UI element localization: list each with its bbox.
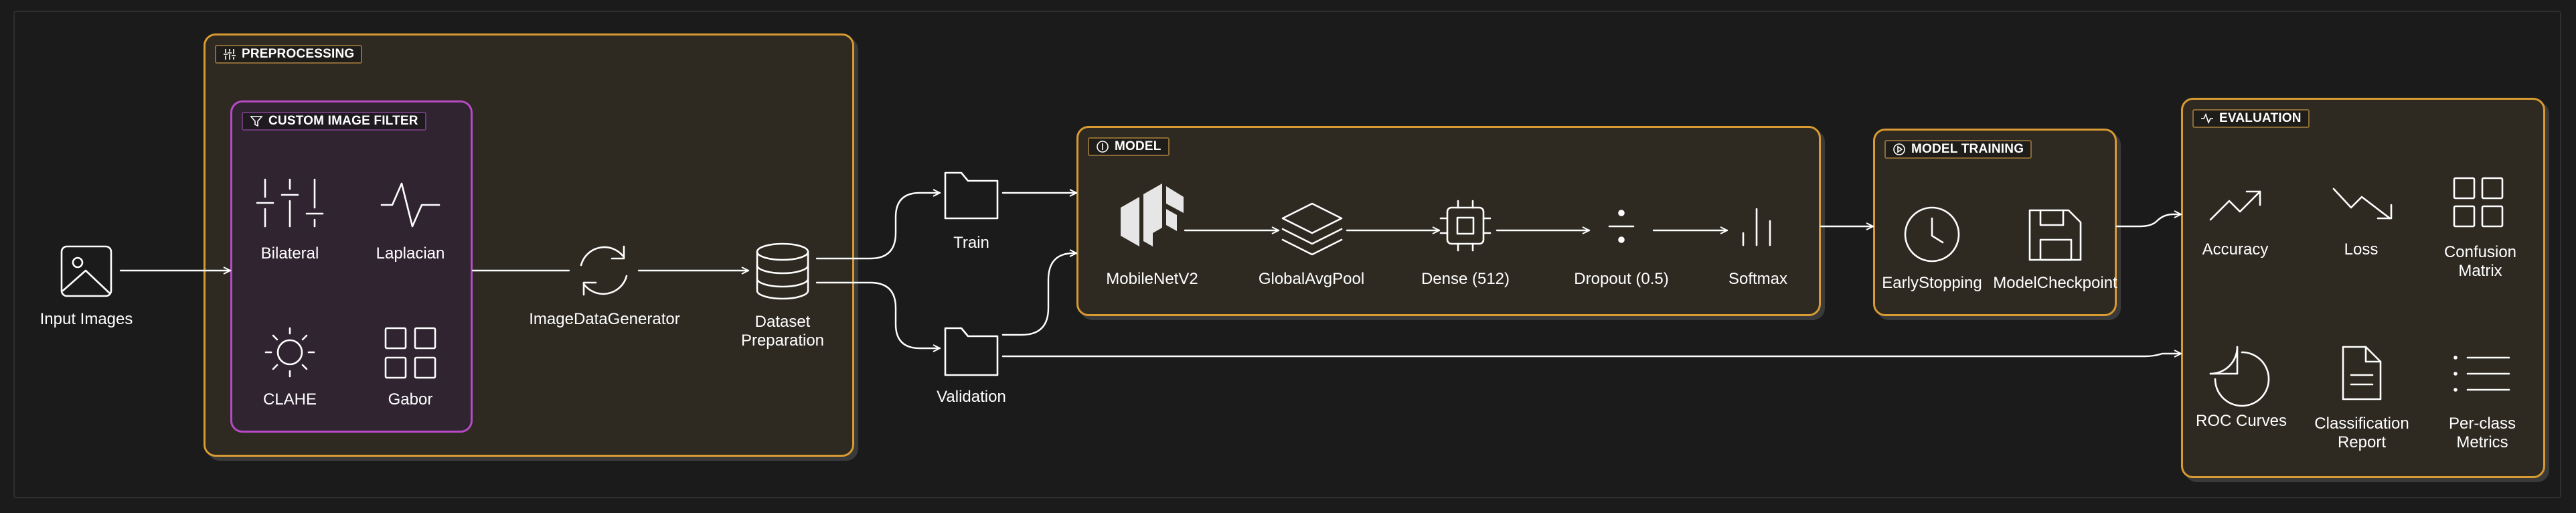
input-images-label: Input Images bbox=[39, 310, 133, 328]
outer-frame bbox=[13, 11, 2561, 498]
model-training-group: MODEL TRAINING bbox=[1873, 129, 2117, 316]
preprocessing-title: PREPROCESSING bbox=[242, 47, 355, 61]
custom-image-filter-title: CUSTOM IMAGE FILTER bbox=[268, 114, 418, 128]
early-stopping-label: EarlyStopping bbox=[1882, 274, 1982, 292]
edge-validation-to-evaluation bbox=[1001, 354, 2182, 356]
sliders-icon bbox=[224, 49, 236, 60]
roc-curves-label: ROC Curves bbox=[2195, 412, 2287, 430]
grid-icon bbox=[384, 327, 436, 379]
tensorflow-icon bbox=[1121, 184, 1184, 246]
divide-icon bbox=[1608, 210, 1635, 243]
bilateral-label: Bilateral bbox=[260, 244, 319, 263]
image-data-generator-label: ImageDataGenerator bbox=[529, 310, 680, 328]
sliders-icon bbox=[256, 178, 324, 228]
evaluation-group: EVALUATION bbox=[2181, 98, 2545, 478]
clock-icon bbox=[1904, 206, 1960, 263]
list-icon bbox=[2453, 356, 2510, 392]
edge-dataset-to-validation bbox=[815, 281, 941, 348]
pie-chart-icon bbox=[2209, 346, 2270, 407]
trending-up-icon bbox=[2209, 190, 2261, 221]
train-folder-icon bbox=[944, 171, 999, 220]
preprocessing-tag: PREPROCESSING bbox=[215, 45, 363, 64]
layers-icon bbox=[1281, 202, 1343, 256]
global-avg-pool-label: GlobalAvgPool bbox=[1258, 270, 1365, 288]
classification-report-label-line2: Report bbox=[2337, 433, 2387, 451]
edge-validation-to-model bbox=[1001, 253, 1078, 336]
confusion-matrix-label-line1: Confusion bbox=[2443, 243, 2517, 261]
train-label: Train bbox=[953, 234, 989, 252]
validation-folder-icon bbox=[944, 327, 999, 376]
save-icon bbox=[2028, 209, 2082, 261]
confusion-grid-icon bbox=[2453, 177, 2504, 228]
database-icon bbox=[756, 242, 809, 300]
image-icon bbox=[60, 245, 112, 297]
document-icon bbox=[2342, 346, 2382, 400]
play-circle-icon bbox=[1893, 143, 1905, 155]
mobilenetv2-label: MobileNetV2 bbox=[1106, 270, 1198, 288]
evaluation-tag: EVALUATION bbox=[2192, 109, 2310, 128]
validation-label: Validation bbox=[937, 388, 1006, 406]
dropout-label: Dropout (0.5) bbox=[1574, 270, 1669, 288]
bar-chart-icon bbox=[1742, 208, 1771, 246]
model-training-tag: MODEL TRAINING bbox=[1884, 140, 2032, 159]
classification-report-label-line1: Classification bbox=[2314, 415, 2409, 433]
dense-label: Dense (512) bbox=[1421, 270, 1510, 288]
sun-icon bbox=[264, 327, 315, 378]
model-training-title: MODEL TRAINING bbox=[1911, 142, 2024, 156]
model-tag: MODEL bbox=[1088, 137, 1170, 156]
custom-image-filter-tag: CUSTOM IMAGE FILTER bbox=[242, 112, 426, 131]
cpu-icon bbox=[1439, 200, 1492, 252]
gabor-label: Gabor bbox=[388, 390, 433, 409]
confusion-matrix-label-line2: Matrix bbox=[2458, 262, 2502, 280]
softmax-label: Softmax bbox=[1728, 270, 1788, 288]
clahe-label: CLAHE bbox=[262, 390, 317, 409]
per-class-metrics-label-line1: Per-class bbox=[2448, 415, 2516, 433]
dataset-preparation-label-line1: Dataset bbox=[754, 313, 811, 331]
laplacian-label: Laplacian bbox=[376, 244, 445, 263]
model-group: MODEL bbox=[1076, 126, 1821, 316]
loss-label: Loss bbox=[2344, 240, 2379, 259]
activity-icon bbox=[380, 182, 440, 228]
per-class-metrics-label-line2: Metrics bbox=[2456, 433, 2508, 451]
refresh-icon bbox=[580, 245, 628, 296]
model-checkpoint-label: ModelCheckpoint bbox=[1993, 274, 2117, 292]
evaluation-title: EVALUATION bbox=[2219, 111, 2302, 125]
edge-dataset-to-train bbox=[815, 193, 941, 260]
trending-down-icon bbox=[2332, 188, 2393, 220]
filter-icon bbox=[250, 116, 263, 127]
model-info-icon bbox=[1097, 141, 1109, 153]
edge-training-to-evaluation bbox=[2115, 214, 2182, 228]
activity-icon bbox=[2201, 113, 2213, 125]
model-title: MODEL bbox=[1115, 139, 1161, 153]
accuracy-label: Accuracy bbox=[2202, 240, 2269, 259]
dataset-preparation-label-line2: Preparation bbox=[740, 332, 825, 350]
